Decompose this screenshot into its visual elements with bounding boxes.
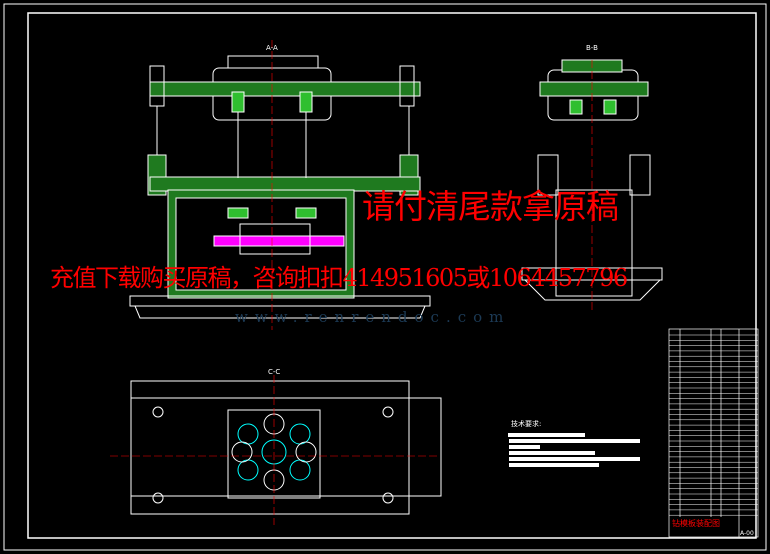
notice-text-1: 请付清尾款拿原稿 — [362, 187, 619, 226]
technical-requirements-lines — [508, 433, 640, 467]
front-view — [129, 55, 431, 319]
drawing-number: A-00 — [740, 530, 754, 537]
outer-frame — [3, 3, 767, 551]
section-label-c: C-C — [268, 368, 281, 376]
section-label-b: B-B — [586, 44, 598, 52]
inner-frame — [27, 12, 757, 539]
watermark: www.renrendoc.com — [235, 308, 511, 326]
plan-view — [130, 380, 442, 515]
parts-list — [668, 328, 759, 538]
drawing-title: 钻模板装配图 — [672, 519, 720, 528]
section-label-a: A-A — [266, 44, 278, 52]
notice-text-2: 充值下载购买原稿，咨询扣扣414951605或1064457796 — [50, 264, 628, 292]
technical-requirements-heading: 技术要求: — [511, 420, 542, 428]
